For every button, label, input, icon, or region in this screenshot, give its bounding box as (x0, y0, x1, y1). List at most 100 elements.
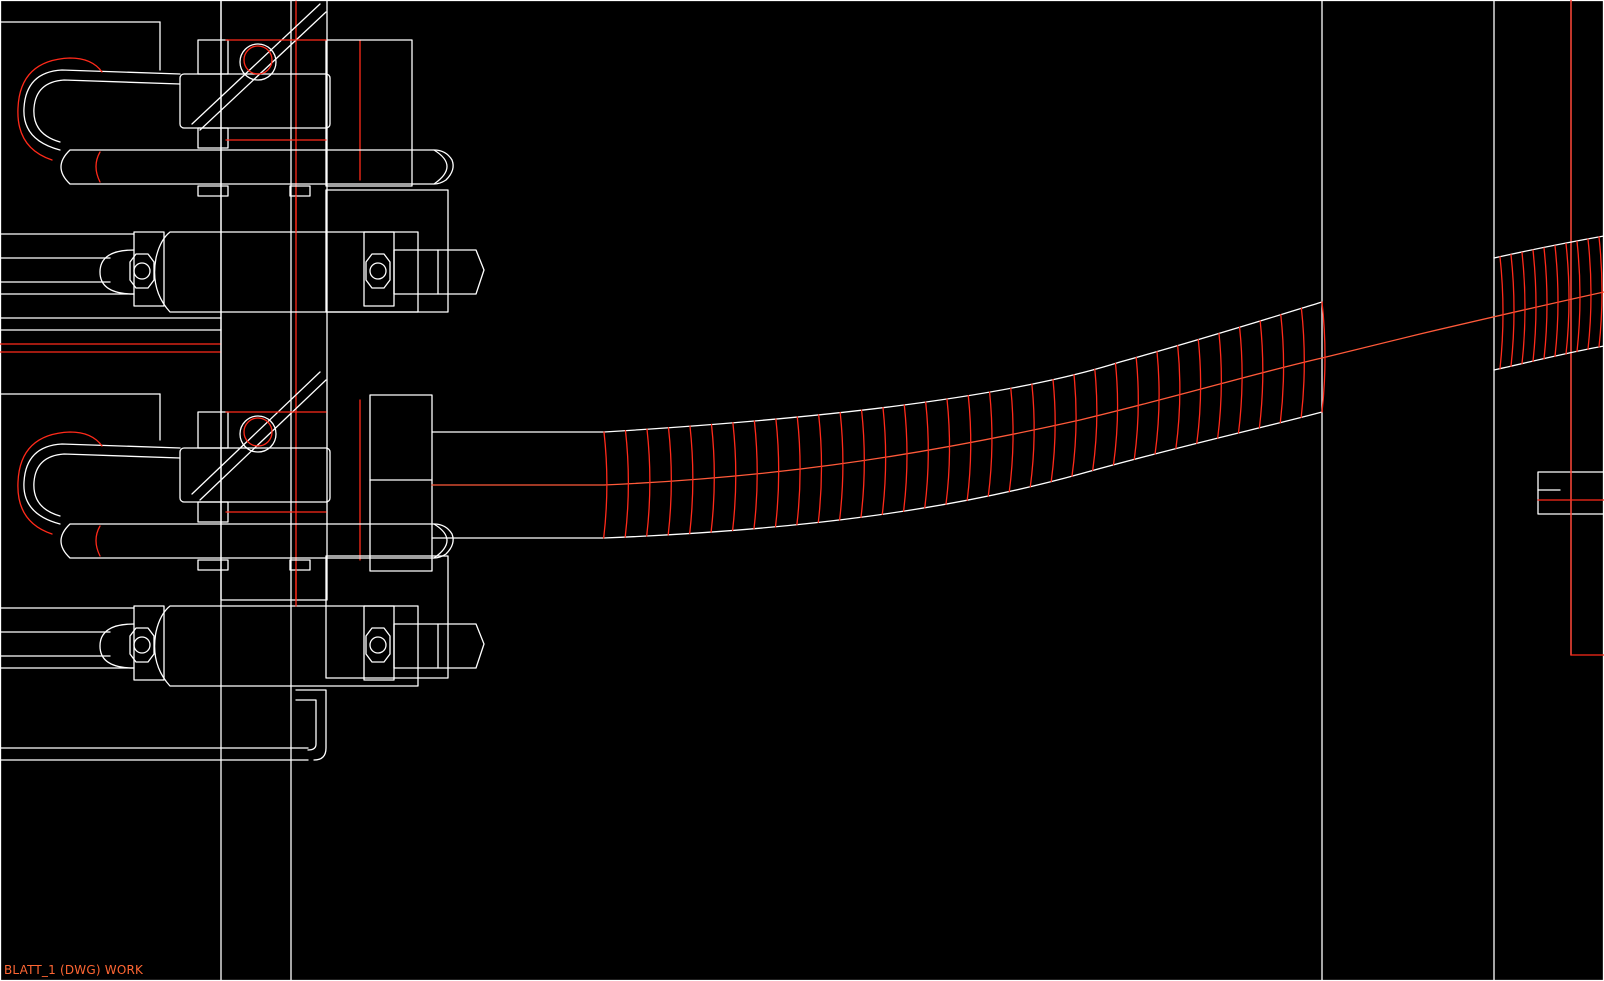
lower-nut-right-inner (369, 636, 387, 654)
hose-hatch-arc (1554, 245, 1559, 358)
upper-clamp-bar-red (95, 151, 101, 183)
left-plate-inner (295, 699, 317, 751)
upper-nut-right-inner (369, 262, 387, 280)
hose-hatch-arc (1154, 350, 1160, 455)
curved-hose[interactable] (431, 235, 1604, 539)
lower-u-bolt-inner (33, 453, 181, 517)
hose-hatch-arc (1510, 253, 1515, 367)
hose-hatch-arc (1175, 345, 1181, 450)
lower-handle (191, 371, 321, 495)
upper-clamp-tab-1 (197, 39, 229, 75)
lower-hex-nut-left (129, 627, 155, 663)
lower-bolt-head-left (99, 623, 135, 669)
left-plate-corner (295, 689, 327, 761)
hose-hatch-arc (1279, 314, 1285, 424)
lower-bolt-head-right (393, 623, 485, 669)
hose-hatch-arc (987, 391, 993, 497)
hose-hatch-arc (1071, 374, 1077, 477)
hose-hatch-arc (945, 398, 951, 505)
hose-hatch-arc (1499, 256, 1504, 370)
hose-hatch-arc (1092, 368, 1098, 472)
post-flange-top (325, 39, 413, 187)
hose-hatch-arc (667, 427, 672, 536)
upper-handle (191, 3, 321, 125)
hose-hatch-arc (1008, 387, 1014, 493)
frame-red-lines (0, 0, 1604, 656)
upper-clamp-block (179, 73, 331, 129)
upper-hex-nut-right (365, 253, 391, 289)
upper-knob (239, 43, 277, 81)
lower-nut-left-inner (133, 636, 151, 654)
post-flange-bottom (369, 394, 433, 572)
hose-hatch-arc (710, 423, 715, 533)
hose-hatch-arc (1565, 242, 1570, 355)
hose-hatch-arc (1258, 320, 1264, 429)
lower-knob-red (243, 417, 273, 447)
upper-hex-nut-left (129, 253, 155, 289)
hose-hatch-arc (1112, 362, 1119, 466)
sheet-status-label: BLATT_1 (DWG) WORK (4, 963, 144, 977)
hose-hatch-arc (902, 404, 908, 512)
lower-clamp-bar (60, 523, 448, 559)
upper-clamp-tab-2 (197, 127, 229, 149)
hose-hatch-arc (1050, 379, 1056, 483)
hose-hatch-arc (1300, 307, 1305, 419)
hose-outline-top (431, 301, 1323, 433)
hose-hatch-arc (860, 409, 865, 518)
clamp-assembly-lower[interactable] (0, 371, 485, 687)
hose-hatch-arc (796, 416, 801, 526)
hose-outline-bottom (431, 411, 1323, 539)
hose-hatch-arc (753, 420, 758, 530)
hose-hatch-arc (1237, 326, 1243, 434)
lower-clamp-bar-red (95, 525, 101, 557)
hose-hatch-arc (624, 430, 630, 538)
lower-clamp-tab-3 (197, 559, 229, 571)
lower-hex-nut-right (365, 627, 391, 663)
clamp-assembly-upper[interactable] (0, 3, 485, 313)
hose-hatch-arc (1321, 301, 1326, 413)
lower-clamp-tab-2 (197, 501, 229, 523)
upper-clamp-tab-4 (289, 185, 311, 197)
hose-right-bottom (1493, 345, 1604, 371)
hose-hatch-arc (731, 422, 737, 532)
hose-centerline (431, 291, 1604, 486)
upper-bolt-head-right (393, 249, 485, 295)
upper-knob-red (243, 45, 273, 75)
lower-clamp-bar-cap (433, 523, 454, 559)
lower-handle-2 (199, 379, 327, 501)
vertical-post (220, 0, 449, 679)
upper-clamp-bar-cap (433, 149, 454, 185)
lower-knob (239, 415, 277, 453)
hose-hatch-arc (1521, 251, 1526, 365)
lower-clamp-block (179, 447, 331, 503)
hose-hatch-arcs (603, 236, 1603, 539)
hose-hatch-arc (603, 431, 608, 539)
post-body (220, 0, 328, 601)
hose-hatch-arc (1133, 356, 1139, 460)
upper-pipe-holder (153, 231, 419, 313)
lower-clamp-tab-1 (197, 411, 229, 449)
hose-hatch-arc (646, 428, 651, 537)
hose-hatch-arc (817, 414, 823, 524)
upper-u-bolt (23, 69, 181, 151)
upper-u-bolt-inner (33, 79, 181, 143)
hose-hatch-arc (774, 418, 780, 528)
lower-pipe-holder (153, 605, 419, 687)
hose-hatch-arc (881, 407, 887, 516)
hose-hatch-arc (1587, 238, 1592, 350)
upper-u-bolt-red (17, 57, 103, 161)
hose-hatch-arc (689, 425, 694, 535)
hose-hatch-arc (838, 411, 844, 521)
lower-clamp-tab-4 (289, 559, 311, 571)
upper-clamp-bar (60, 149, 448, 185)
hose-hatch-arc (1217, 332, 1223, 439)
upper-bolt-head-left (99, 249, 135, 295)
upper-nut-left-inner (133, 262, 151, 280)
hose-hatch-arc (1598, 236, 1603, 348)
hose-hatch-arc (1576, 240, 1581, 353)
hose-hatch-arc (1543, 247, 1548, 360)
hose-hatch-arc (966, 395, 972, 501)
